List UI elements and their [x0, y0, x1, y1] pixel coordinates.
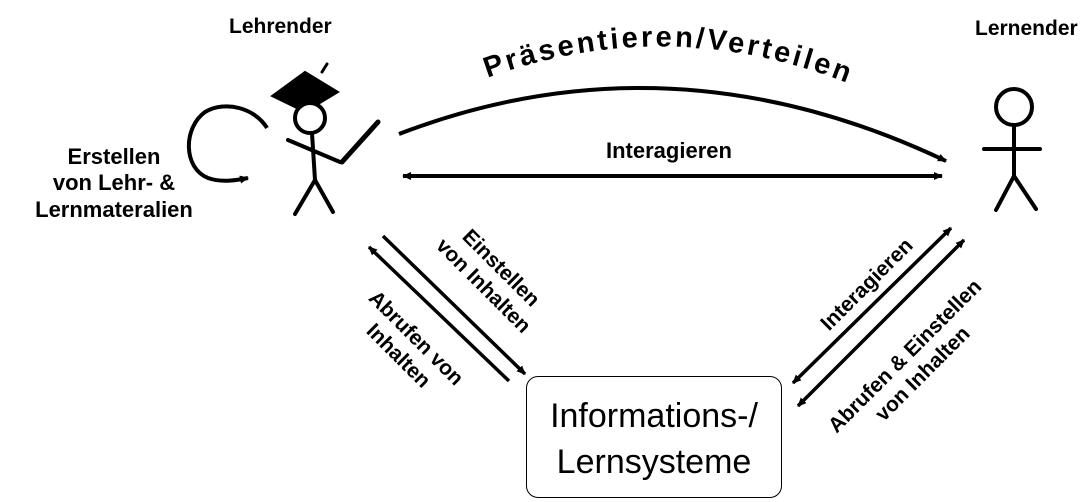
present-arc-arrow: [398, 85, 947, 163]
teacher-label: Lehrender: [229, 15, 332, 38]
pointer-stick: [339, 119, 381, 165]
information-learning-system-box: Informations-/ Lernsysteme: [526, 376, 782, 498]
system-label-line-1: Informations-/: [550, 397, 758, 435]
system-label-line-2: Lernsysteme: [556, 443, 752, 481]
create-loop-arrow: [186, 104, 269, 184]
present-label-text: Präsentieren/Verteilen: [479, 21, 855, 90]
learner-head: [994, 87, 1034, 127]
teacher-body: [310, 131, 317, 182]
teacher-figure: [270, 62, 381, 216]
learner-label: Lernender: [975, 17, 1078, 40]
create-materials-label: Erstellen von Lehr- & Lernmateralien: [0, 144, 228, 223]
create-line-1: Erstellen: [67, 144, 161, 169]
interact-label: Interagieren: [606, 138, 732, 163]
retrieve-content-arrow: [367, 245, 511, 383]
present-label: Präsentieren/Verteilen: [479, 21, 858, 90]
right-retrieve-upload-double-arrow: [796, 238, 966, 408]
create-line-3: Lernmateralien: [35, 196, 193, 222]
create-line-2: von Lehr- &: [52, 170, 176, 196]
mortarboard-icon: [270, 70, 340, 114]
teacher-head: [293, 101, 327, 135]
learner-figure: [982, 87, 1042, 212]
upload-content-arrow: [381, 234, 527, 376]
